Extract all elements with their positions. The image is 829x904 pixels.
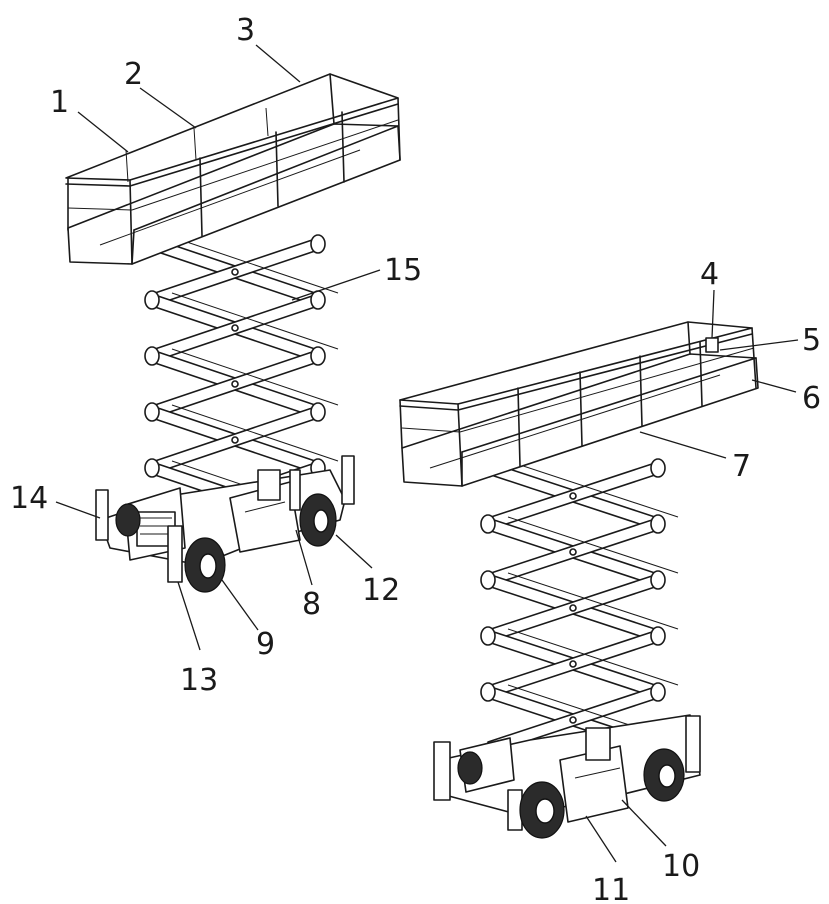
leader-6 <box>751 379 797 393</box>
left-scissor-pivot-2 <box>231 380 239 388</box>
right-scissor-pivot-2 <box>569 604 577 612</box>
label-4: 4 <box>700 257 719 292</box>
right-scissor-back-arm-2 <box>507 572 679 630</box>
left-scissor-back-arm-0 <box>171 236 339 294</box>
leader-10 <box>621 799 667 847</box>
right-back-wheel <box>457 751 483 785</box>
right-scissor-lift <box>399 289 799 863</box>
left-scissor-back-arm-1 <box>171 292 339 350</box>
leader-2 <box>139 87 197 129</box>
right-scissor-joint-2-0 <box>480 570 496 590</box>
leader-11 <box>585 815 617 863</box>
left-platform <box>65 73 401 265</box>
leader-13 <box>177 581 201 651</box>
label-11: 11 <box>592 873 630 904</box>
right-scissor-joint-3-0 <box>480 626 496 646</box>
right-scissor-stack <box>480 458 679 755</box>
left-scissor-joint-2-0 <box>144 346 160 366</box>
left-scissor-pivot-3 <box>231 436 239 444</box>
leader-1 <box>77 111 129 153</box>
leader-12 <box>335 534 373 569</box>
left-scissor-joint-1-0 <box>144 290 160 310</box>
left-scissor-lift <box>55 44 401 651</box>
label-3: 3 <box>236 13 255 48</box>
right-scissor-back-arm-0 <box>507 460 679 518</box>
right-platform <box>399 321 759 487</box>
right-scissor-joint-2-1 <box>650 570 666 590</box>
left-scissor-pivot-0 <box>231 268 239 276</box>
left-back-wheel <box>115 503 141 537</box>
right-scissor-joint-3-1 <box>650 626 666 646</box>
right-scissor-pivot-3 <box>569 660 577 668</box>
leader-5 <box>719 339 799 351</box>
leader-4 <box>711 289 715 339</box>
left-scissor-joint-4-0 <box>144 458 160 478</box>
left-front-wheel <box>184 537 226 593</box>
left-scissor-joint-2-1 <box>310 346 326 366</box>
left-scissor-back-arm-2 <box>171 348 339 406</box>
leader-7 <box>639 431 727 459</box>
right-scissor-pivot-0 <box>569 492 577 500</box>
leader-9 <box>221 579 259 631</box>
left-scissor-joint-3-1 <box>310 402 326 422</box>
right-scissor-joint-1-1 <box>650 514 666 534</box>
label-13: 13 <box>180 663 218 698</box>
label-6: 6 <box>802 381 821 416</box>
left-scissor-joint-3-0 <box>144 402 160 422</box>
leader-3 <box>255 44 301 83</box>
left-scissor-pivot-1 <box>231 324 239 332</box>
label-5: 5 <box>802 323 821 358</box>
leader-8 <box>295 529 313 586</box>
leader-15 <box>291 269 381 301</box>
label-9: 9 <box>256 627 275 662</box>
label-2: 2 <box>124 57 143 92</box>
right-scissor-joint-4-0 <box>480 682 496 702</box>
right-rear-wheel <box>643 748 685 802</box>
leader-14 <box>55 501 101 519</box>
left-scissor-joint-0-1 <box>310 234 326 254</box>
left-scissor-joint-1-1 <box>310 290 326 310</box>
right-scissor-joint-0-1 <box>650 458 666 478</box>
label-7: 7 <box>732 449 751 484</box>
right-scissor-joint-4-1 <box>650 682 666 702</box>
label-14: 14 <box>10 481 48 516</box>
right-scissor-joint-1-0 <box>480 514 496 534</box>
left-chassis <box>95 455 355 583</box>
label-1: 1 <box>50 85 69 120</box>
left-scissor-back-arm-3 <box>171 404 339 462</box>
right-chassis <box>433 714 701 831</box>
label-15: 15 <box>384 253 422 288</box>
right-front-wheel <box>519 781 565 839</box>
label-12: 12 <box>362 573 400 608</box>
right-scissor-pivot-1 <box>569 548 577 556</box>
right-scissor-pivot-4 <box>569 716 577 724</box>
label-10: 10 <box>662 849 700 884</box>
left-rear-wheel <box>299 493 337 547</box>
right-scissor-back-arm-3 <box>507 628 679 686</box>
label-8: 8 <box>302 587 321 622</box>
right-scissor-back-arm-1 <box>507 516 679 574</box>
